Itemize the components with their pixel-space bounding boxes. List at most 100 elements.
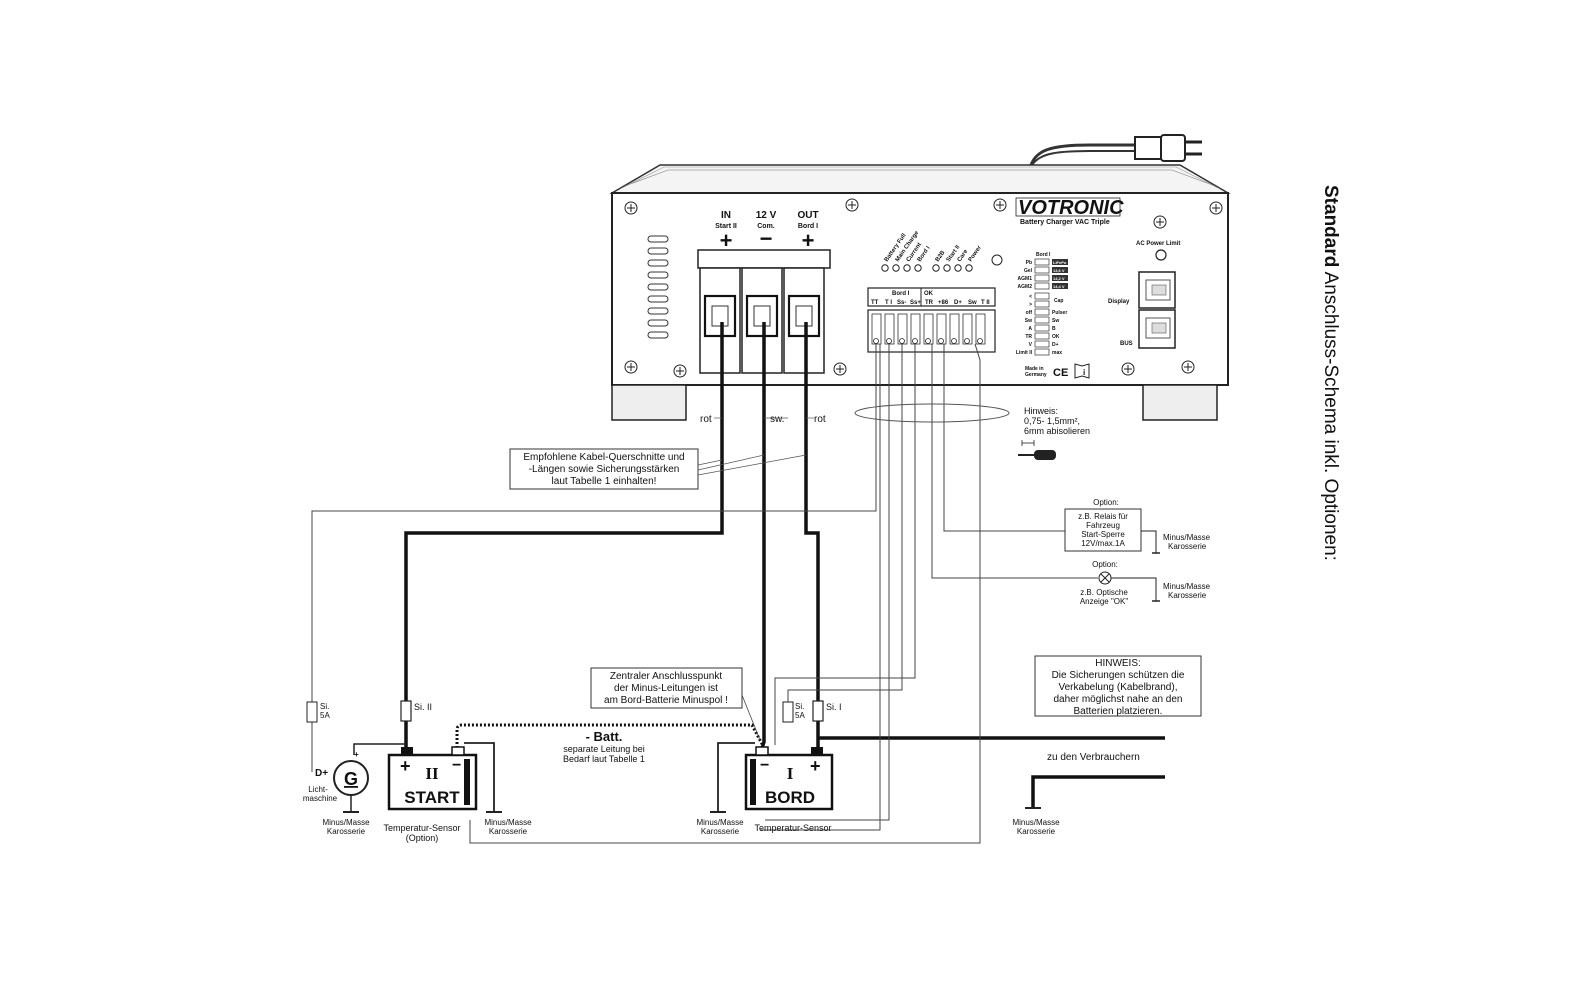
dip-val-lifepo: LiFePo [1053,260,1067,265]
terminal-in-sign: + [720,228,733,253]
alternator-label-2: maschine [303,794,338,803]
schematic-title-bold: Standard [1320,185,1341,268]
bord-minus: − [760,757,769,774]
relay-option-title: Option: [1093,498,1119,507]
ground-bord-2: Karosserie [701,827,740,836]
display-port-icon [1138,271,1176,309]
cable-bundle-marker [854,403,1010,423]
fuse-bord-signal: Si. 5A [782,701,805,723]
dip-val-142: 14,2 V [1053,276,1065,281]
ground-start-1: Minus/Masse [484,818,532,827]
fuse-hint-line-3: daher möglichst nahe an den [1054,694,1183,705]
connector-ok-label: OK [924,291,934,297]
temp-sensor-bord: Temperatur-Sensor [754,823,831,833]
wire-label-black: sw. [770,414,784,425]
start-name: START [404,788,460,807]
dip2-left-7: Limit II [1016,350,1033,356]
dip2-right-4: B [1052,326,1056,332]
terminal-com-label: 12 V [756,210,777,221]
display-port-label: Display [1108,299,1130,305]
dip-switch-battery-type: Bord I Pb Gel AGM1 AGM2 LiFePo 13,6 V 14… [1018,252,1068,290]
dip-row-agm2: AGM2 [1018,284,1033,290]
dip2-left-0: < [1029,294,1032,300]
terminal-out-sign: + [802,228,815,253]
relay-ground-2: Karosserie [1168,542,1207,551]
wire-label-red-in: rot [700,414,712,425]
alternator-dplus: D+ [315,768,328,779]
cable-note-line-3: laut Tabelle 1 einhalten! [552,476,657,487]
pin-tr: TR [925,300,934,306]
fuse-alt-5a: 5A [320,711,330,720]
ground-symbols [343,807,1041,813]
bus-port-label: BUS [1120,341,1133,347]
dip2-right-6: D+ [1052,342,1059,348]
dip-switch-options: < > off Sw A TR V Limit II Cap Pulser Sw… [1016,292,1067,356]
pin-ss-minus: Ss- [897,300,906,306]
lamp-line-2: Anzeige "OK" [1080,597,1129,606]
terminal-com-sub: Com. [757,223,775,230]
dip2-left-2: off [1026,310,1033,316]
cable-note-line-2: -Längen sowie Sicherungsstärken [529,464,680,475]
dip2-right-1: Cap [1054,298,1063,304]
dip2-right-7: max [1052,350,1062,356]
central-point-note: Zentraler Anschlusspunkt der Minus-Leitu… [590,667,761,741]
batt-sub-2: Bedarf laut Tabelle 1 [563,754,645,764]
dip-row-gel: Gel [1024,268,1033,274]
power-terminal-block [697,249,831,374]
ground-consumer-2: Karosserie [1017,827,1056,836]
manual-icon: i [1074,363,1090,379]
start-roman: II [425,764,439,783]
connector-bord-label: Bord I [892,291,910,297]
ground-alt-2: Karosserie [327,827,366,836]
fuse-hint-box: HINWEIS: Die Sicherungen schützen die Ve… [1034,655,1202,717]
start-minus: − [452,757,461,774]
alternator-label-1: Licht- [308,785,328,794]
signal-connector: Bord I OK TT T I Ss- Ss+ TR +86 D+ Sw T … [867,287,996,353]
lamp-line-1: z.B. Optische [1080,588,1128,597]
lamp-icon [1098,571,1112,585]
terminal-labels: IN Start II + 12 V Com. − OUT Bord I + [715,210,818,253]
fuse-bord-label: Si. I [826,702,842,712]
pin-86: +86 [938,300,949,306]
relay-option: Option: z.B. Relais für Fahrzeug Start-S… [1064,498,1211,554]
pin-tt: TT [871,300,879,306]
brand-logo: VOTRONIC [1018,197,1124,219]
schematic-title-rest: Anschluss-Schema inkl. Optionen: [1320,267,1341,561]
relay-line-1: z.B. Relais für [1078,512,1128,521]
cable-note-box: Empfohlene Kabel-Querschnitte und -Länge… [509,448,807,490]
central-line-3: am Bord-Batterie Minuspol ! [604,695,728,706]
hint-line-2: 0,75- 1,5mm², [1024,416,1080,426]
ac-power-limit-label: AC Power Limit [1136,241,1180,247]
dip2-left-1: > [1029,302,1032,308]
bus-port-icon [1138,309,1176,349]
relay-line-3: Start-Sperre [1081,530,1125,539]
terminal-in-sub: Start II [715,223,737,230]
charger-housing [609,164,1231,421]
fuse-hint-title: HINWEIS: [1095,658,1141,669]
fuse-alternator: Si. 5A [306,701,330,723]
dip-row-agm1: AGM1 [1018,276,1033,282]
ground-consumer-1: Minus/Masse [1012,818,1060,827]
battery-bord: − + I BORD [744,746,834,811]
temp-sensor-start-1: Temperatur-Sensor [383,823,460,833]
terminal-com-sign: − [760,226,773,251]
hint-line-1: Hinweis: [1024,406,1058,416]
pin-sw: Sw [968,300,977,306]
dip-row-pb: Pb [1026,260,1032,266]
relay-ground-1: Minus/Masse [1163,533,1211,542]
bord-roman: I [787,764,794,783]
ground-bord-1: Minus/Masse [696,818,744,827]
schematic-title: Standard Anschluss-Schema inkl. Optionen… [1319,185,1341,561]
model-name: Battery Charger VAC Triple [1020,219,1110,226]
ground-alt-1: Minus/Masse [322,818,370,827]
lamp-option-title: Option: [1092,560,1118,569]
strip-hint: Hinweis: 0,75- 1,5mm², 6mm abisolieren [1018,406,1090,460]
fuse-sig-5a: 5A [795,711,805,720]
bord-name: BORD [765,788,815,807]
alternator-plus: + [354,750,359,759]
pin-dplus: D+ [954,300,962,306]
fuse-hint-line-2: Verkabelung (Kabelbrand), [1059,682,1178,693]
central-line-2: der Minus-Leitungen ist [614,683,718,694]
